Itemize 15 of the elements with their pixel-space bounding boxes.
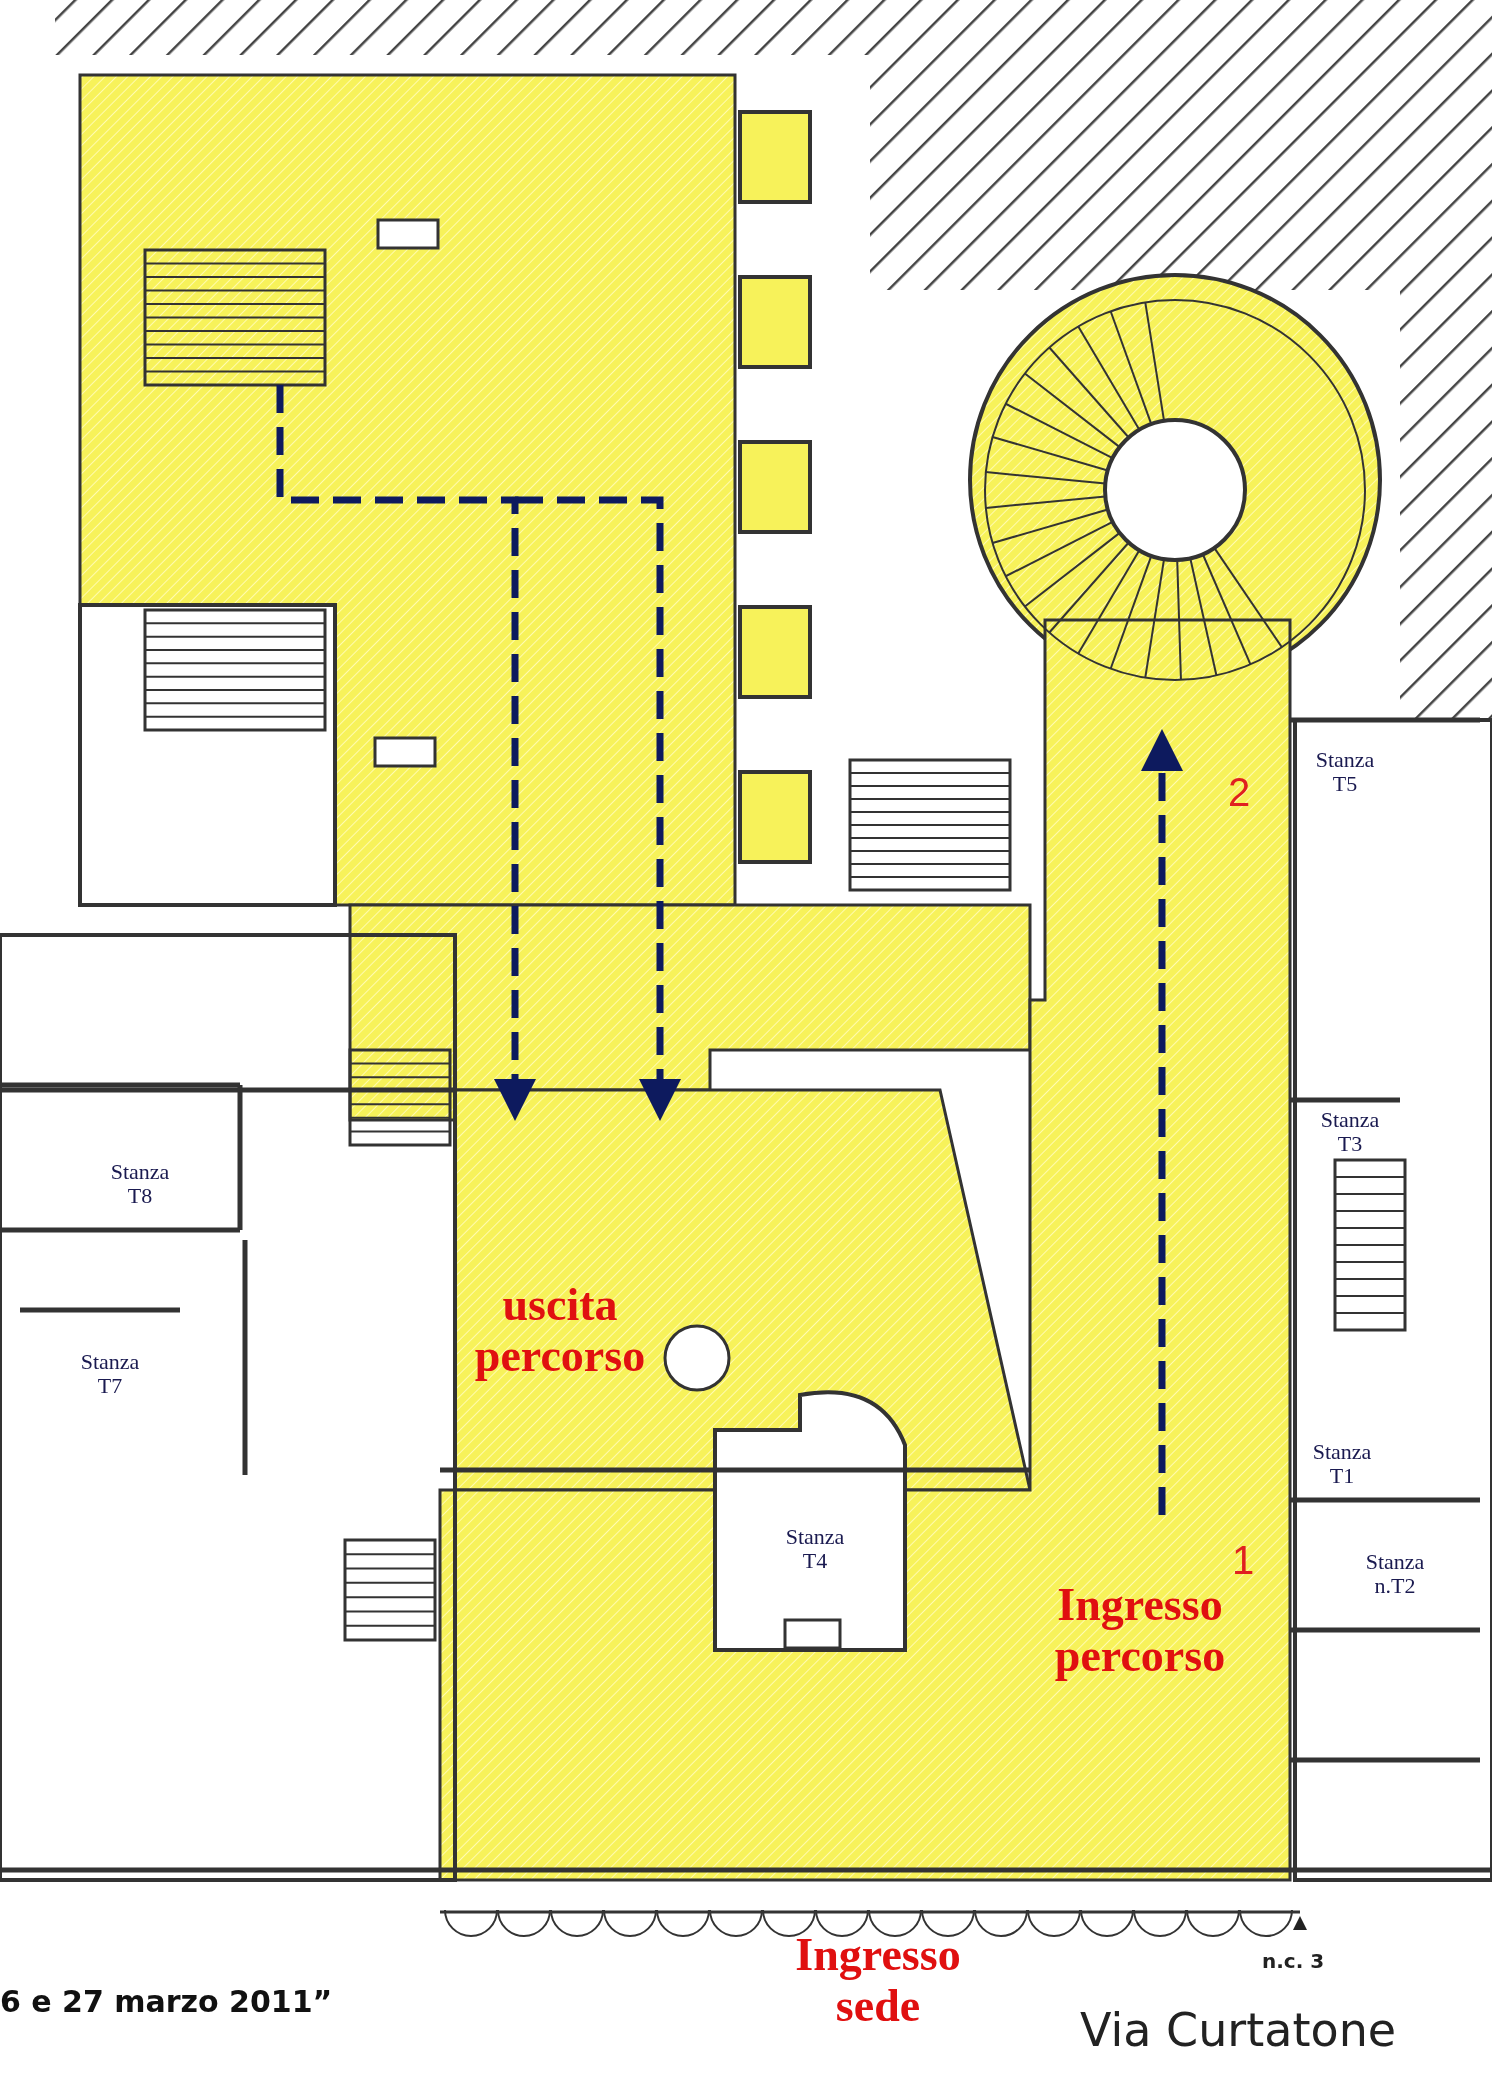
- route-label: Ingresso percorso: [1053, 1580, 1227, 1682]
- route-label: uscita percorso: [473, 1280, 647, 1382]
- room-label: Stanza T5: [1314, 748, 1376, 797]
- room-label: Stanza n.T2: [1364, 1550, 1426, 1599]
- route-number: 2: [1228, 770, 1251, 814]
- route-number: 1: [1232, 1538, 1255, 1582]
- room-label: Stanza T7: [79, 1350, 141, 1399]
- room-label: Stanza T1: [1311, 1440, 1373, 1489]
- room-label: Stanza T8: [109, 1160, 171, 1209]
- room-label: Stanza T4: [784, 1525, 846, 1574]
- date-text: 6 e 27 marzo 2011”: [0, 1985, 333, 2018]
- route-label: Ingresso sede: [794, 1930, 962, 2032]
- room-label: Stanza T3: [1319, 1108, 1381, 1157]
- street-name: Via Curtatone: [1080, 2005, 1397, 2056]
- house-number: n.c. 3: [1262, 1950, 1325, 1972]
